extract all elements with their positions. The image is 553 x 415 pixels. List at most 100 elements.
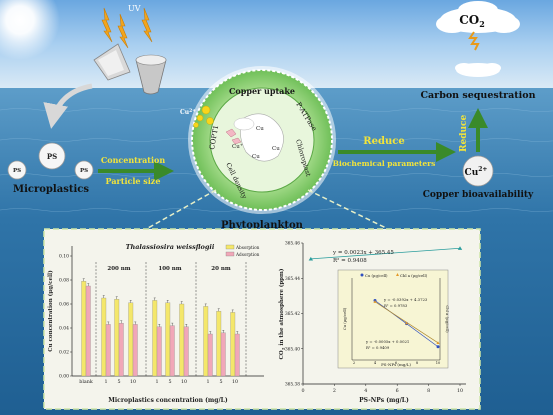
bar-absorption-1: [101, 297, 107, 377]
ps-label-right: PS: [80, 168, 88, 174]
bar-absorption-5: [165, 302, 171, 377]
bar-x-tick-label: 10: [181, 379, 187, 385]
co2-lightning-icon: [468, 31, 480, 51]
copper-bioavailability-label: Copper bioavailability: [423, 190, 534, 200]
inset-xlabel: PS-NPs (mg/L): [381, 362, 411, 367]
cu2-badge-label: Cu2+: [465, 166, 488, 178]
scatter-x-tick-label: 6: [396, 388, 399, 394]
bar-x-tick-label: 5: [117, 379, 120, 385]
scatter-y-tick-label: 365.40: [285, 347, 300, 352]
bar-y-tick-label: 0.08: [59, 278, 69, 284]
inset-eq-lower: y = -0.0005x + 0.0021: [365, 339, 409, 344]
cu-plus-label: Cu+: [232, 142, 243, 150]
scatter-point: [308, 256, 314, 261]
scatter-r2: R² = 0.9408: [333, 257, 367, 264]
bar-adsorption-6: [183, 326, 189, 377]
ps-label-left: PS: [13, 168, 21, 174]
vacuole: [233, 117, 255, 131]
bar-x-tick-label: 10: [130, 379, 136, 385]
carbon-sequestration-label: Carbon sequestration: [420, 90, 535, 101]
bar-group-label: 20 nm: [211, 266, 231, 272]
bar-x-tick-label: blank: [79, 379, 93, 385]
small-cloud-icon: [455, 63, 501, 77]
scatter-trend-line: [310, 247, 461, 260]
scatter-equation: y = 0.0023x + 365.45: [332, 250, 394, 256]
bar-x-tick-label: 1: [206, 379, 209, 385]
inset-chl-point: [404, 321, 409, 325]
uv-label: UV: [128, 4, 141, 13]
cu-ion-label-3: Cu: [252, 154, 260, 160]
inset-eq-upper: y = -0.0392x + 4.3723: [383, 297, 428, 302]
bar-absorption-3: [128, 302, 134, 377]
bar-adsorption-3: [132, 324, 138, 377]
bar-chart-xlabel: Microplastics concentration (mg/L): [108, 397, 228, 404]
bar-x-tick-label: 1: [104, 379, 107, 385]
bar-absorption-4: [152, 300, 158, 377]
scatter-point: [457, 246, 463, 250]
ps-particle-left: [7, 160, 27, 180]
callout-line-right: [307, 189, 387, 229]
cu2-near-cell-label: Cu2+: [180, 108, 196, 116]
bar-adsorption-1: [105, 324, 111, 377]
scatter-x-tick-label: 0: [301, 388, 304, 394]
legend-label-adsorption: Adsorption: [235, 252, 260, 257]
reduce-horizontal-label: Reduce: [363, 136, 404, 147]
legend-swatch-adsorption: [225, 251, 235, 257]
bar-x-tick-label: 1: [155, 379, 158, 385]
inset-r2-upper: R² = 0.9783: [384, 303, 408, 308]
bar-adsorption-7: [207, 333, 213, 377]
organelle-icon: [225, 128, 242, 145]
inset-x-tick-label: 6: [395, 361, 398, 365]
inset-chl-point: [436, 341, 440, 345]
co2-label: CO2: [459, 13, 485, 29]
bar-adsorption-4: [156, 326, 162, 377]
ps-particles: PS PS PS: [7, 142, 94, 180]
cu-ion-label-1: Cu: [256, 126, 264, 132]
inset-x-tick-label: 2: [353, 361, 355, 365]
plastic-debris-icon: [93, 43, 167, 95]
inset-legend-cu: Cu (μg/cell): [365, 273, 388, 278]
legend-swatch-absorption: [225, 244, 235, 250]
bar-adsorption-8: [220, 332, 226, 377]
scatter-y-tick-label: 365.44: [285, 277, 300, 282]
copper-uptake-label: Copper uptake: [229, 86, 295, 96]
inset-x-tick-label: 10: [436, 361, 441, 365]
bar-y-tick-label: 0.04: [59, 326, 69, 332]
bar-adsorption-9: [234, 333, 240, 377]
reduce-vertical-label: Reduce: [459, 114, 469, 152]
bar-x-tick-label: 5: [219, 379, 222, 385]
bar-group-label: 200 nm: [107, 266, 130, 272]
bar-y-tick-label: 0.00: [59, 374, 69, 380]
bar-chart-title: Thalassiosira weissflogii: [126, 243, 215, 251]
biochemical-parameters-label: Biochemical parameters: [333, 159, 436, 168]
scatter-y-tick-label: 365.46: [285, 242, 300, 247]
inset-ylabel-right: Chl a (μg/cell): [445, 305, 450, 333]
bar-absorption-8: [216, 311, 222, 377]
bar-absorption-0: [81, 281, 87, 377]
scatter-y-tick-label: 365.38: [285, 383, 300, 388]
bar-absorption-2: [114, 299, 120, 377]
inset-chart-frame: [337, 269, 449, 369]
legend-label-absorption: Absorption: [235, 245, 260, 250]
ps-particle-large: [38, 142, 66, 170]
bar-chart-ylabel: Cu concentration (μg/cell): [47, 270, 54, 352]
inset-legend-cu-marker: [360, 273, 364, 277]
particle-size-label: Particle size: [106, 176, 161, 186]
copper-ions-icon: [193, 105, 214, 128]
sun-icon: [0, 0, 60, 60]
inset-legend-chl: Chl a (μg/cell): [400, 273, 428, 278]
bar-y-tick-label: 0.02: [59, 350, 69, 356]
ps-particle-right: [74, 160, 94, 180]
bar-absorption-7: [203, 306, 209, 377]
bar-x-tick-label: 10: [232, 379, 238, 385]
phytoplankton-cell: [188, 66, 336, 214]
scatter-y-tick-label: 365.42: [285, 312, 300, 317]
scatter-ylabel: CO2 in the atmosphere (ppm): [278, 268, 286, 359]
bar-adsorption-0: [85, 285, 91, 377]
scatter-xlabel: PS-NPs (mg/L): [359, 397, 409, 404]
scatter-x-tick-label: 8: [427, 388, 430, 394]
inset-ylabel-left: Cu (μg/cell): [342, 307, 347, 330]
